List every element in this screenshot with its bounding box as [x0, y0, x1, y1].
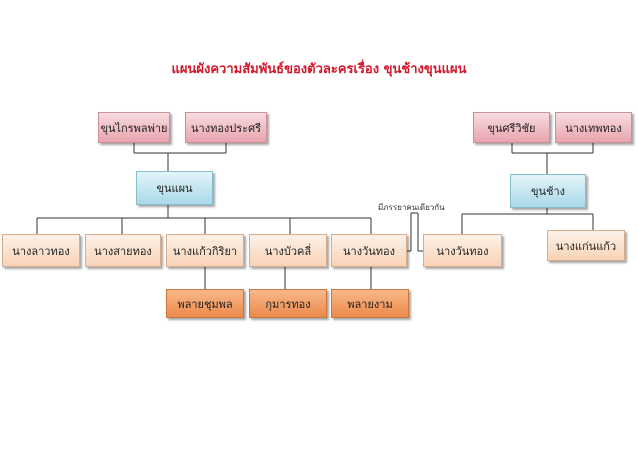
node-kuman-thong: กุมารทอง	[249, 289, 327, 318]
node-nang-sai-thong: นางสายทอง	[85, 234, 161, 267]
node-nang-wanthong-chang: นางวันทอง	[423, 234, 502, 267]
same-wife-annotation: มีภรรยาคนเดียวกัน	[378, 203, 445, 212]
node-nang-lao-thong: นางลาวทอง	[2, 234, 80, 267]
node-khun-phaen: ขุนแผน	[136, 171, 213, 205]
node-khun-krai-phonphai: ขุนไกรพลพ่าย	[98, 112, 170, 143]
node-nang-kaeo-kiriya: นางแก้วกิริยา	[166, 234, 244, 267]
node-nang-kaen-kaeo: นางแก่นแก้ว	[547, 230, 625, 261]
diagram-title: แผนผังความสัมพันธ์ของตัวละครเรื่อง ขุนช้…	[171, 62, 467, 77]
node-phlai-ngam: พลายงาม	[331, 289, 409, 318]
node-nang-wanthong-phaen: นางวันทอง	[331, 234, 407, 267]
node-nang-thep-thong: นางเทพทอง	[555, 112, 632, 143]
node-nang-bua-khli: นางบัวคลี่	[249, 234, 327, 267]
node-nang-thong-prasri: นางทองประศรี	[185, 112, 267, 143]
node-khun-sri-wichai: ขุนศรีวิชัย	[473, 112, 550, 143]
node-khun-chang: ขุนช้าง	[510, 174, 586, 208]
node-phlai-chumphon: พลายชุมพล	[166, 289, 244, 318]
